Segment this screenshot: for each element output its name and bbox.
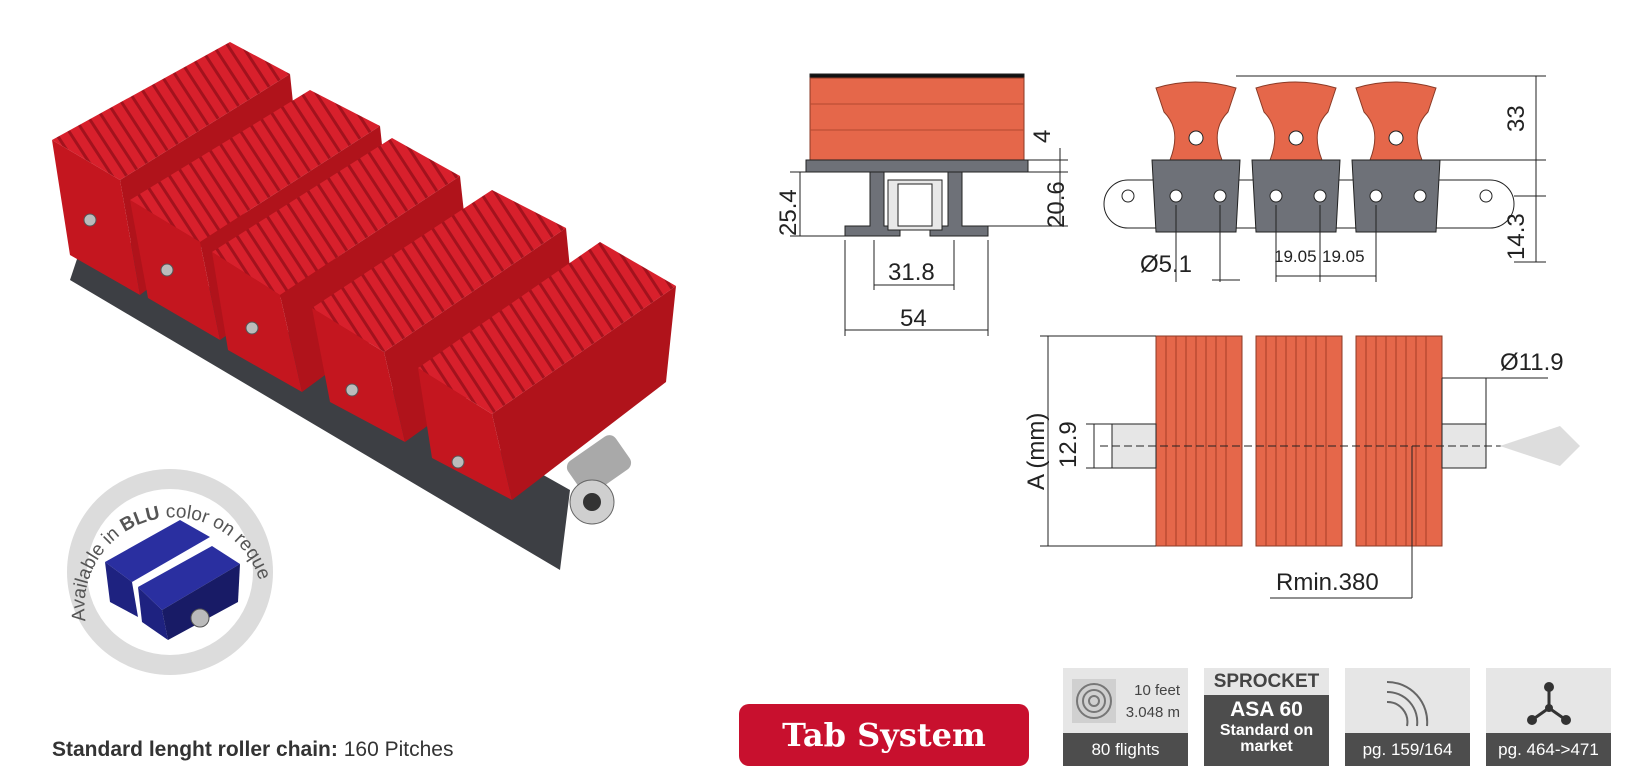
dim-33: 33 [1503,105,1530,132]
info-box-accessories[interactable]: pg. 464->471 [1486,668,1611,766]
sprocket-model: ASA 60 [1230,698,1303,721]
dim-20-6: 20.6 [1043,181,1070,228]
info-box-curve[interactable]: pg. 159/164 [1345,668,1470,766]
dim-a-mm: A (mm) [1023,413,1050,490]
technical-drawing: 4 25.4 20.6 31.8 54 33 14.3 Ø5.1 19.05 1… [775,73,1580,599]
dim-31-8: 31.8 [888,259,935,286]
info-box-sprocket: SPROCKET ASA 60 Standard on market [1204,668,1329,766]
sprocket-line2: market [1240,738,1293,755]
dim-14-3: 14.3 [1503,213,1530,260]
dim-12-9: 12.9 [1055,421,1082,468]
dim-19-05-b: 19.05 [1322,247,1365,266]
product-photo [52,42,676,570]
dim-54: 54 [900,305,927,332]
length-meters: 3.048 m [1125,704,1180,721]
dim-4: 4 [1029,130,1056,143]
tab-system-button[interactable]: Tab System [739,704,1029,766]
info-box-length: 10 feet 3.048 m 80 flights [1063,668,1188,766]
chain-length-caption: Standard lenght roller chain: 160 Pitche… [52,738,454,761]
curve-icon [1386,680,1429,727]
tab-block-5 [418,242,676,500]
dim-11-9: Ø11.9 [1500,349,1564,376]
accessories-footer: pg. 464->471 [1486,733,1611,766]
curve-footer: pg. 159/164 [1345,733,1470,766]
sprocket-line1: Standard on [1219,722,1314,739]
blue-color-badge: Available in BLU color on request [60,462,275,675]
dim-19-05-a: 19.05 [1274,247,1317,266]
coil-icon [1072,679,1116,723]
chain-pin [566,435,632,525]
blue-chain-image [105,520,240,640]
length-feet: 10 feet [1134,682,1180,699]
network-icon [1527,682,1571,725]
dim-rmin: Rmin.380 [1276,569,1379,596]
dim-25-4: 25.4 [775,189,802,236]
dim-5-1: Ø5.1 [1140,251,1192,278]
sprocket-title: SPROCKET [1213,671,1320,692]
length-footer: 80 flights [1063,733,1188,766]
